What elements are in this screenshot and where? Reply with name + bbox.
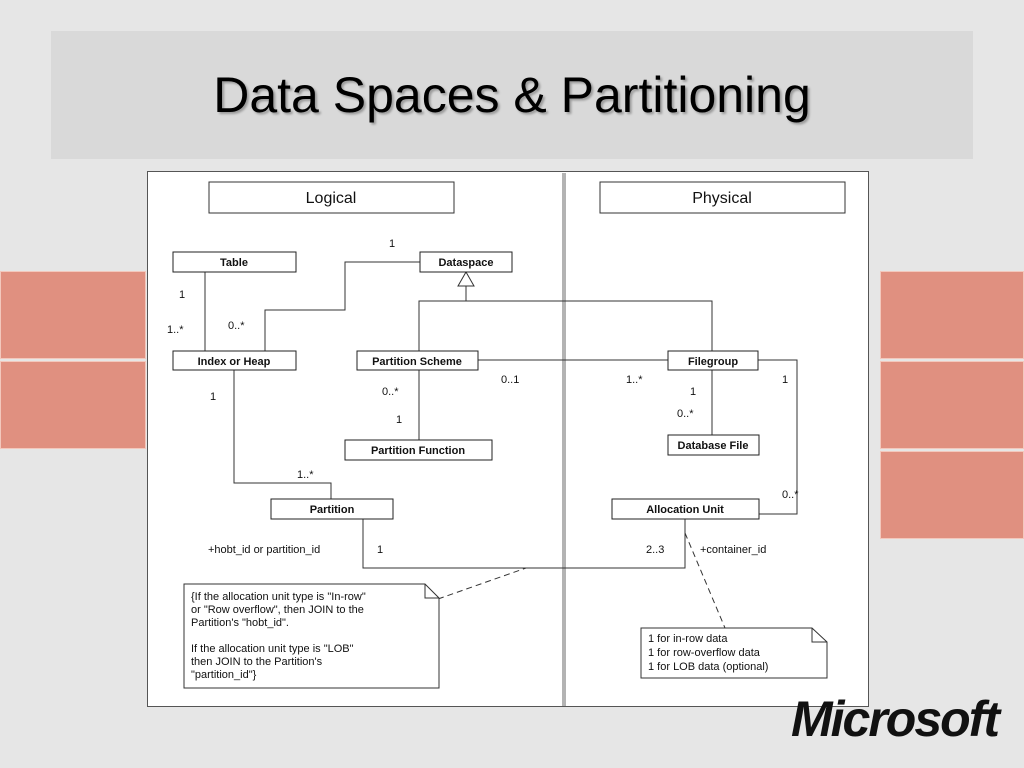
box-dataspace xyxy=(419,251,513,273)
decor-tile-right-middle xyxy=(880,361,1024,449)
connectors xyxy=(204,261,798,569)
line-generalization-branches xyxy=(418,300,713,351)
note-join-line: "partition_id"} xyxy=(191,669,257,681)
box-partition-scheme-label: Partition Scheme xyxy=(372,356,462,368)
box-dataspace-label: Dataspace xyxy=(438,257,493,269)
note-count-line: 1 for LOB data (optional) xyxy=(648,661,768,673)
alloc-attribute: +container_id xyxy=(700,544,766,556)
section-physical-label: Physical xyxy=(692,190,752,207)
mult-filegroup-scheme: 1..* xyxy=(626,374,643,386)
mult-partition-index: 1..* xyxy=(297,469,314,481)
mult-index-table: 1..* xyxy=(167,324,184,336)
note-anchors xyxy=(437,532,726,629)
note-join-line: then JOIN to the Partition's xyxy=(191,656,323,668)
mult-filegroup-file: 1 xyxy=(690,386,696,398)
mult-alloc-partition: 2..3 xyxy=(646,544,664,556)
box-partition-function-label: Partition Function xyxy=(371,445,465,457)
section-logical-box xyxy=(208,181,455,214)
box-filegroup xyxy=(667,350,759,371)
note-join-text: {If the allocation unit type is "In-row"… xyxy=(191,591,366,681)
note-join-line: {If the allocation unit type is "In-row" xyxy=(191,591,366,603)
line-index-dataspace xyxy=(264,261,420,351)
box-partition-function xyxy=(344,439,493,461)
note-count-line: 1 for row-overflow data xyxy=(648,647,761,659)
line-partition-alloc xyxy=(362,519,686,569)
mult-alloc-filegroup: 0..* xyxy=(782,489,799,501)
box-table-label: Table xyxy=(220,257,248,269)
partition-attribute: +hobt_id or partition_id xyxy=(208,544,320,556)
note-join-line: If the allocation unit type is "LOB" xyxy=(191,643,354,655)
uml-diagram: Logical Physical Table Dataspace Index o… xyxy=(167,173,846,707)
diagram-frame: Logical Physical Table Dataspace Index o… xyxy=(147,171,869,707)
note-join-fold xyxy=(424,584,439,599)
line-filegroup-alloc xyxy=(758,359,798,515)
mult-filegroup-alloc: 1 xyxy=(782,374,788,386)
note-join-line: or "Row overflow", then JOIN to the xyxy=(191,604,364,616)
title-band: Data Spaces & Partitioning xyxy=(51,31,973,159)
mult-dataspace-top: 1 xyxy=(389,238,395,250)
decor-tile-right-bottom xyxy=(880,451,1024,539)
box-allocation-unit xyxy=(611,498,760,520)
mult-scheme-function: 0..* xyxy=(382,386,399,398)
line-note-join-anchor xyxy=(437,567,527,600)
section-logical-label: Logical xyxy=(306,190,357,207)
note-count-text: 1 for in-row data 1 for row-overflow dat… xyxy=(648,633,768,673)
box-database-file xyxy=(667,434,760,456)
note-count-line: 1 for in-row data xyxy=(648,633,728,645)
microsoft-logo: Microsoft xyxy=(791,691,1000,747)
mult-scheme-filegroup: 0..1 xyxy=(501,374,519,386)
note-join-line: Partition's "hobt_id". xyxy=(191,617,289,629)
box-partition-scheme xyxy=(356,350,479,371)
mult-partition-alloc: 1 xyxy=(377,544,383,556)
note-join-box xyxy=(183,583,440,689)
decor-tile-left-bottom xyxy=(0,361,146,449)
line-note-count-anchor xyxy=(684,532,726,629)
decor-tile-left-top xyxy=(0,271,146,359)
box-allocation-unit-label: Allocation Unit xyxy=(646,504,724,516)
box-database-file-label: Database File xyxy=(678,440,749,452)
box-index-or-heap-label: Index or Heap xyxy=(198,356,271,368)
line-index-partition xyxy=(233,370,332,499)
slide-title: Data Spaces & Partitioning xyxy=(213,67,811,123)
box-index-or-heap xyxy=(172,350,297,371)
note-count-fold xyxy=(811,628,827,643)
section-physical-box xyxy=(599,181,846,214)
section-divider xyxy=(562,173,566,707)
mult-file-filegroup: 0..* xyxy=(677,408,694,420)
box-partition xyxy=(270,498,394,520)
decor-tile-right-top xyxy=(880,271,1024,359)
mult-function-scheme: 1 xyxy=(396,414,402,426)
mult-table-index: 1 xyxy=(179,289,185,301)
mult-index-dataspace: 0..* xyxy=(228,320,245,332)
box-partition-label: Partition xyxy=(310,504,355,516)
mult-index-partition-left: 1 xyxy=(210,391,216,403)
generalization-triangle xyxy=(457,270,475,287)
note-count-box xyxy=(640,627,828,679)
box-table xyxy=(172,251,297,273)
box-filegroup-label: Filegroup xyxy=(688,356,738,368)
